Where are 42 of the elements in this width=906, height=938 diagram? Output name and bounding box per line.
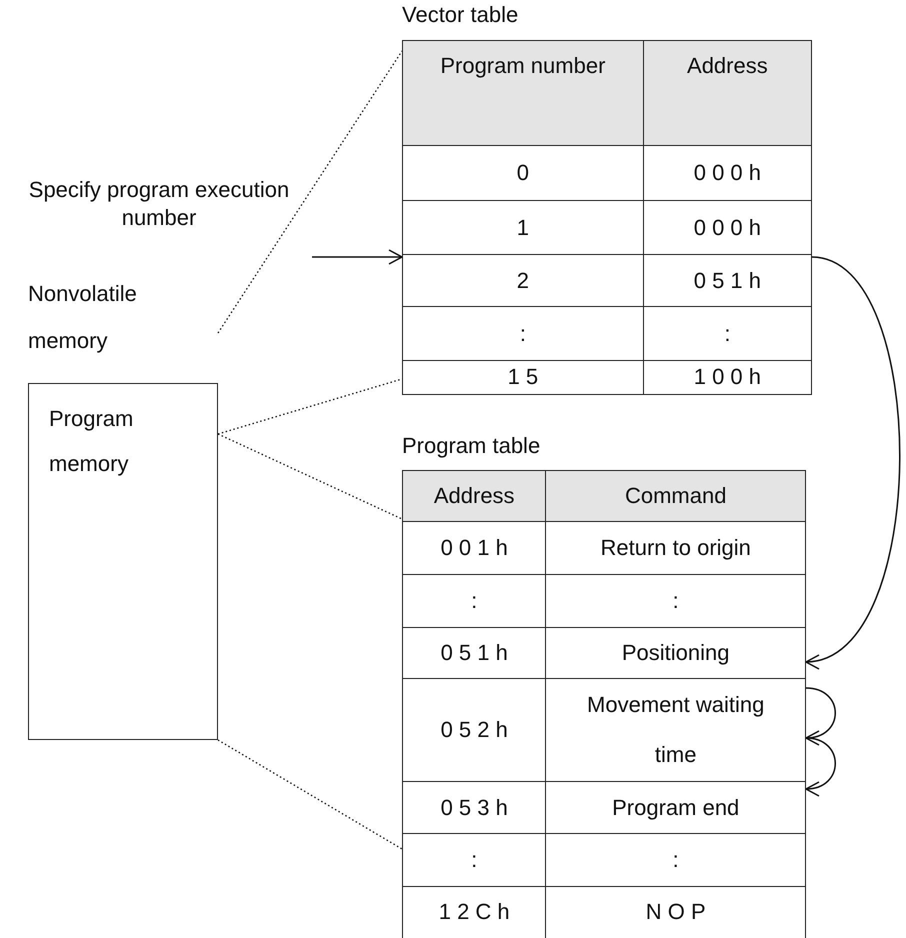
table-row xyxy=(402,360,812,394)
table-cell-text: : xyxy=(470,587,478,616)
table-cell-text: 0 5 3 h xyxy=(440,794,509,822)
table-cell-text: : xyxy=(470,846,478,874)
table-row xyxy=(402,886,806,938)
table-cell-text: : xyxy=(518,320,527,348)
table-title: Program table xyxy=(402,432,540,460)
table-header-row xyxy=(402,40,812,146)
table-cell-text: 0 5 2 h xyxy=(440,716,509,744)
table-row xyxy=(402,254,812,308)
table-cell-text: 0 xyxy=(516,159,530,188)
table-row xyxy=(402,781,806,834)
table-title: Vector table xyxy=(402,1,518,29)
dotted-line xyxy=(218,739,402,850)
table-row xyxy=(402,833,806,888)
table-row xyxy=(402,306,812,362)
arrow xyxy=(805,737,836,796)
table-cell-text: 1 2 C h xyxy=(438,898,511,926)
column-header: Program number xyxy=(439,52,606,80)
column-header: Address xyxy=(432,482,516,510)
memory-label: Program memory xyxy=(49,405,134,478)
table-cell: 1 0 0 h xyxy=(642,361,811,394)
table-cell-text: 1 xyxy=(516,214,530,242)
table-row xyxy=(402,627,806,680)
table-cell-text: 2 xyxy=(516,266,530,295)
dotted-line xyxy=(217,50,403,334)
arrow xyxy=(805,687,836,744)
table-row xyxy=(402,145,812,202)
dotted-line xyxy=(218,433,402,520)
table-header-row xyxy=(402,470,806,522)
table-cell-text: 1 5 xyxy=(506,363,540,392)
table-row xyxy=(402,521,806,576)
memory-heading: Nonvolatile memory xyxy=(28,280,138,355)
table-row xyxy=(402,574,806,628)
table-row xyxy=(402,678,806,782)
instruction-text: Specify program execution number xyxy=(28,176,290,232)
dotted-line xyxy=(218,378,402,435)
table-cell-text: 0 0 1 h xyxy=(440,534,509,562)
table-cell-text: 0 5 1 h xyxy=(440,639,509,668)
table-row xyxy=(402,200,812,256)
table-cell: N O P xyxy=(545,887,805,938)
arrow xyxy=(312,249,403,265)
